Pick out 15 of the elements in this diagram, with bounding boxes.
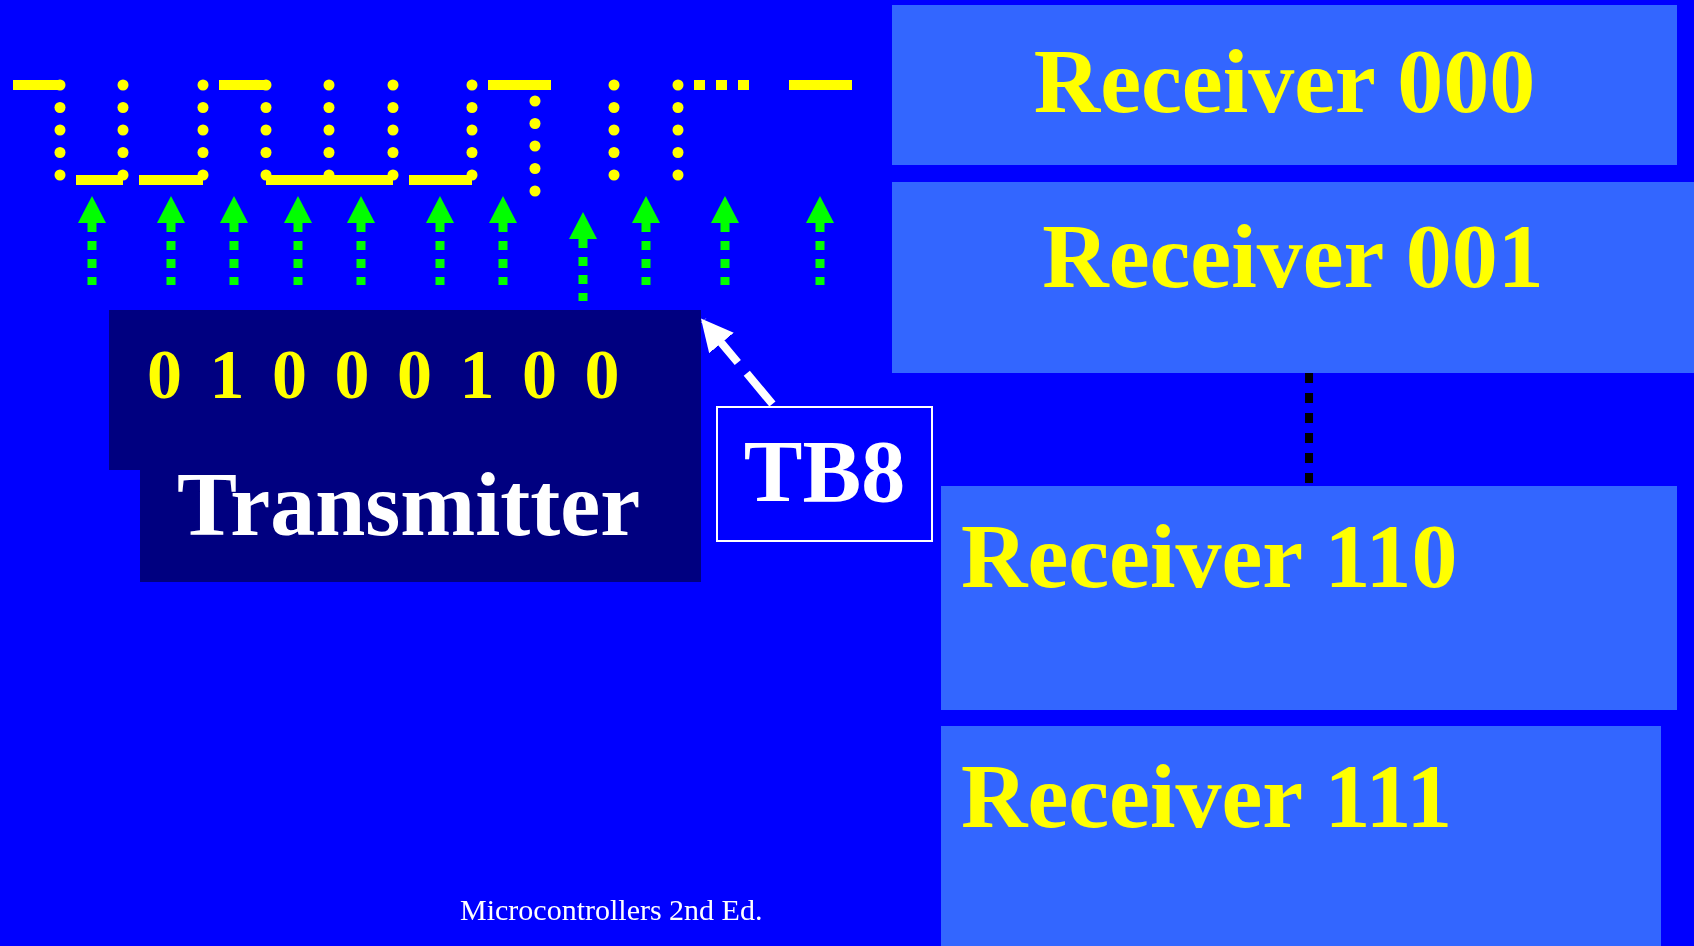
transmitter-block xyxy=(109,310,701,582)
register-label: TB8 xyxy=(743,428,906,516)
receiver-box xyxy=(941,486,1677,710)
receiver-box xyxy=(892,5,1677,165)
receiver-label: Receiver 000 xyxy=(1033,35,1536,127)
dotted-line xyxy=(1305,373,1314,484)
receiver-box xyxy=(941,726,1661,946)
receiver-label: Receiver 110 xyxy=(961,510,1458,602)
bit-sequence: 0 1 0 0 0 1 0 0 xyxy=(147,340,620,410)
receiver-label: Receiver 001 xyxy=(1042,210,1544,302)
transmitter-label: Transmitter xyxy=(177,460,641,550)
register-box xyxy=(716,406,933,542)
footer-text: Microcontrollers 2nd Ed. xyxy=(460,895,763,925)
receiver-box xyxy=(892,182,1694,373)
receiver-label: Receiver 111 xyxy=(961,750,1453,842)
